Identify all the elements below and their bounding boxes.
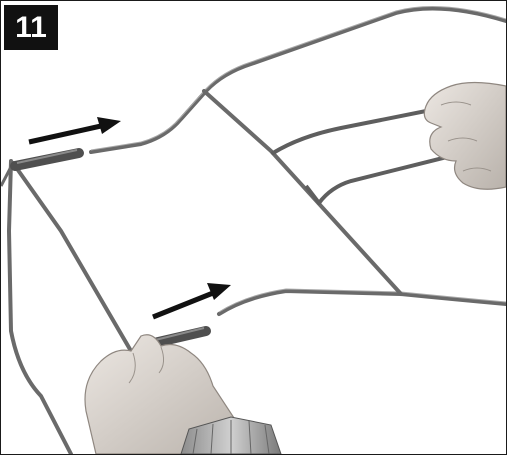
inner-loop-lower [317, 149, 473, 205]
arrow-lower-icon [152, 283, 231, 320]
left-frame-outer-leg [6, 159, 73, 454]
inner-loop-upper [271, 103, 458, 155]
lower-handle-wire [217, 288, 506, 316]
right-hand-illustration [423, 81, 506, 190]
left-frame-inner-leg [11, 161, 133, 353]
wristwatch-icon [180, 416, 282, 454]
arrow-upper-icon [28, 117, 121, 145]
upper-connector-tube [10, 148, 84, 171]
upper-handle-wire [89, 6, 506, 154]
step-number-badge: 11 [4, 5, 58, 50]
cross-bar-wire [202, 89, 403, 296]
